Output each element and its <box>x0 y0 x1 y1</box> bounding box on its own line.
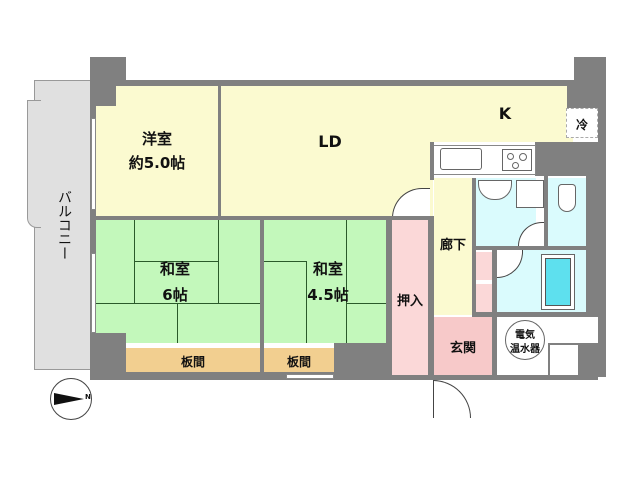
wall-wash-toilet <box>544 176 548 248</box>
floorboard-2-label: 板間 <box>286 355 311 369</box>
wall-bottom-left-block <box>96 333 126 375</box>
floorboard-1 <box>126 348 260 372</box>
wall-entrance-bottom <box>434 375 598 380</box>
wall-kitchen-block <box>535 142 598 176</box>
western-room <box>96 86 218 216</box>
compass: N <box>50 378 92 420</box>
entrance-label: 玄関 <box>449 341 476 356</box>
refrigerator-label: 冷 <box>575 118 588 132</box>
balcony-label: バルコニー <box>56 190 72 260</box>
front-door[interactable] <box>433 380 471 418</box>
floorboard-1-label: 板間 <box>180 355 205 369</box>
toilet-icon <box>558 184 576 212</box>
wall-heater-left <box>492 317 497 380</box>
wall-bottom-left <box>90 372 435 380</box>
wall-left <box>90 80 96 380</box>
living-dining <box>221 86 433 216</box>
kitchen-counter <box>432 145 536 175</box>
japanese-room-1-size: 6帖 <box>162 286 188 304</box>
floorboard-2 <box>264 348 334 372</box>
kitchen-sink-icon <box>440 148 482 170</box>
window-floorboard <box>286 374 334 379</box>
compass-north-label: N <box>85 393 91 401</box>
western-room-corner <box>96 86 116 106</box>
kitchen <box>433 86 573 142</box>
wall-toilet-right <box>586 176 598 316</box>
cabinet-upper <box>476 252 492 280</box>
hallway <box>434 178 472 315</box>
water-heater-label-2: 温水器 <box>510 344 540 355</box>
closet-label: 押入 <box>396 294 423 309</box>
washing-machine-space <box>516 180 544 208</box>
wall-wash-bath <box>472 246 588 250</box>
japanese-room-1 <box>96 220 260 345</box>
japanese-room-2-label: 和室 <box>312 260 343 278</box>
wall-closet-right <box>428 216 434 376</box>
wall-cabinet-bath <box>492 250 497 316</box>
floorboard-2-edge <box>264 343 334 348</box>
refrigerator-space <box>566 108 598 138</box>
balcony-notch <box>27 100 41 228</box>
wall-closet-left <box>386 216 392 376</box>
wall-hall-right <box>472 178 476 316</box>
wall-bottom-mid-block <box>334 343 386 375</box>
cabinet-lower <box>476 284 492 312</box>
water-heater <box>505 320 545 360</box>
kitchen-label: K <box>498 104 512 123</box>
floorboard-1-edge <box>126 343 260 348</box>
western-room-size: 約5.0帖 <box>128 154 186 172</box>
japanese-room-2-size: 4.5帖 <box>307 286 349 304</box>
entrance <box>434 317 492 375</box>
bathtub-water <box>545 258 571 306</box>
stove-icon <box>502 149 532 171</box>
wall-western-ld <box>218 86 221 216</box>
wall-right <box>598 57 606 377</box>
wall-bath-bottom <box>472 312 598 317</box>
wall-jp-rooms <box>260 220 264 375</box>
japanese-room-1-label: 和室 <box>159 260 190 278</box>
wall-mid <box>96 216 434 220</box>
western-room-label: 洋室 <box>141 130 172 148</box>
water-heater-label-1: 電気 <box>515 330 535 341</box>
wall-hall-top <box>430 142 434 180</box>
living-dining-label: LD <box>318 132 342 151</box>
wall-top <box>90 80 570 86</box>
closet <box>392 220 428 375</box>
window-western <box>91 118 96 210</box>
window-japanese <box>91 253 96 333</box>
hallway-label: 廊下 <box>439 238 466 253</box>
pipe-space <box>550 345 578 377</box>
wall-kitchen-right <box>567 80 603 108</box>
north-arrow-icon <box>54 393 84 405</box>
japanese-room-2 <box>264 220 386 345</box>
